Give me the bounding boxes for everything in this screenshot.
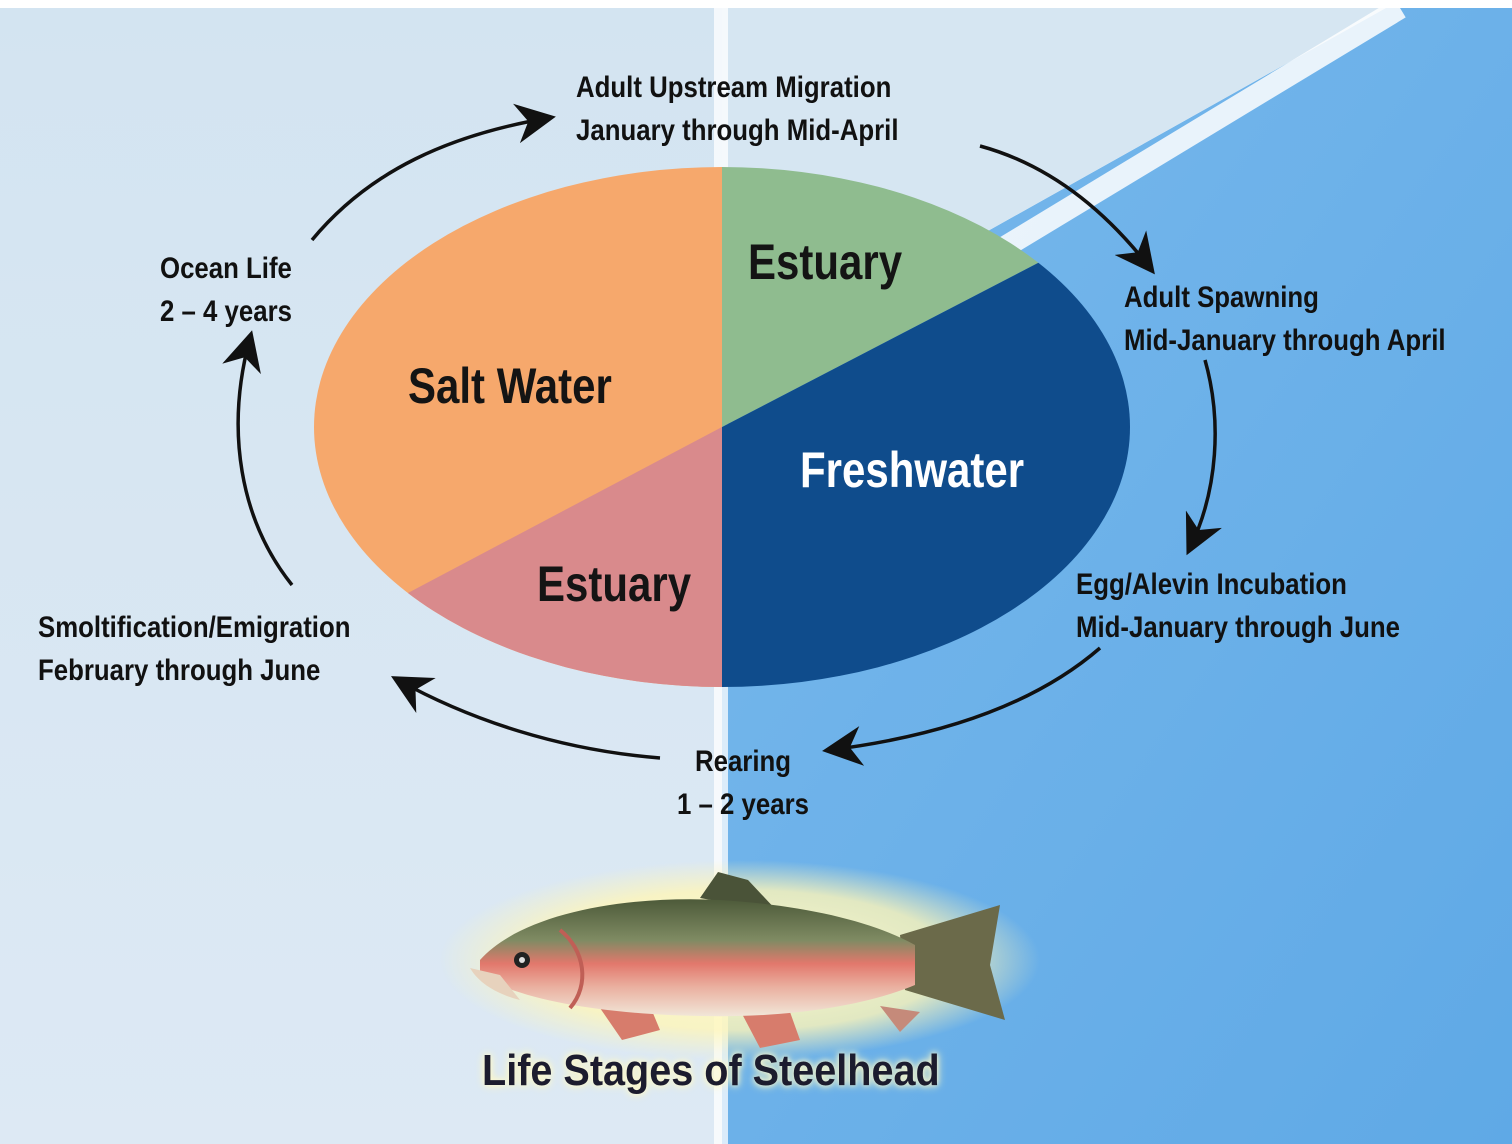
- stage-smoltification: Smoltification/Emigration February throu…: [38, 606, 350, 692]
- stage-timing: 1 – 2 years: [644, 783, 842, 826]
- zone-label-estuary-lower: Estuary: [537, 556, 691, 612]
- stage-ocean-life: Ocean Life 2 – 4 years: [160, 247, 292, 333]
- stage-rearing: Rearing 1 – 2 years: [644, 740, 842, 826]
- zone-label-salt-water: Salt Water: [408, 358, 612, 414]
- stage-name: Rearing: [644, 740, 842, 783]
- zone-label-estuary-upper: Estuary: [748, 234, 902, 290]
- stage-timing: Mid-January through June: [1076, 606, 1400, 649]
- stage-timing: January through Mid-April: [576, 109, 899, 152]
- stage-timing: Mid-January through April: [1124, 319, 1446, 362]
- top-border: [0, 0, 1512, 8]
- zone-label-freshwater: Freshwater: [800, 442, 1024, 498]
- stage-name: Egg/Alevin Incubation: [1076, 563, 1400, 606]
- stage-upstream-migration: Adult Upstream Migration January through…: [576, 66, 899, 152]
- stage-spawning: Adult Spawning Mid-January through April: [1124, 276, 1446, 362]
- stage-incubation: Egg/Alevin Incubation Mid-January throug…: [1076, 563, 1400, 649]
- stage-timing: February through June: [38, 649, 350, 692]
- steelhead-fish-icon: [440, 860, 1040, 1060]
- stage-name: Ocean Life: [160, 247, 292, 290]
- stage-timing: 2 – 4 years: [160, 290, 292, 333]
- stage-name: Smoltification/Emigration: [38, 606, 350, 649]
- stage-name: Adult Spawning: [1124, 276, 1446, 319]
- stage-name: Adult Upstream Migration: [576, 66, 899, 109]
- diagram-title: Life Stages of Steelhead: [482, 1046, 940, 1096]
